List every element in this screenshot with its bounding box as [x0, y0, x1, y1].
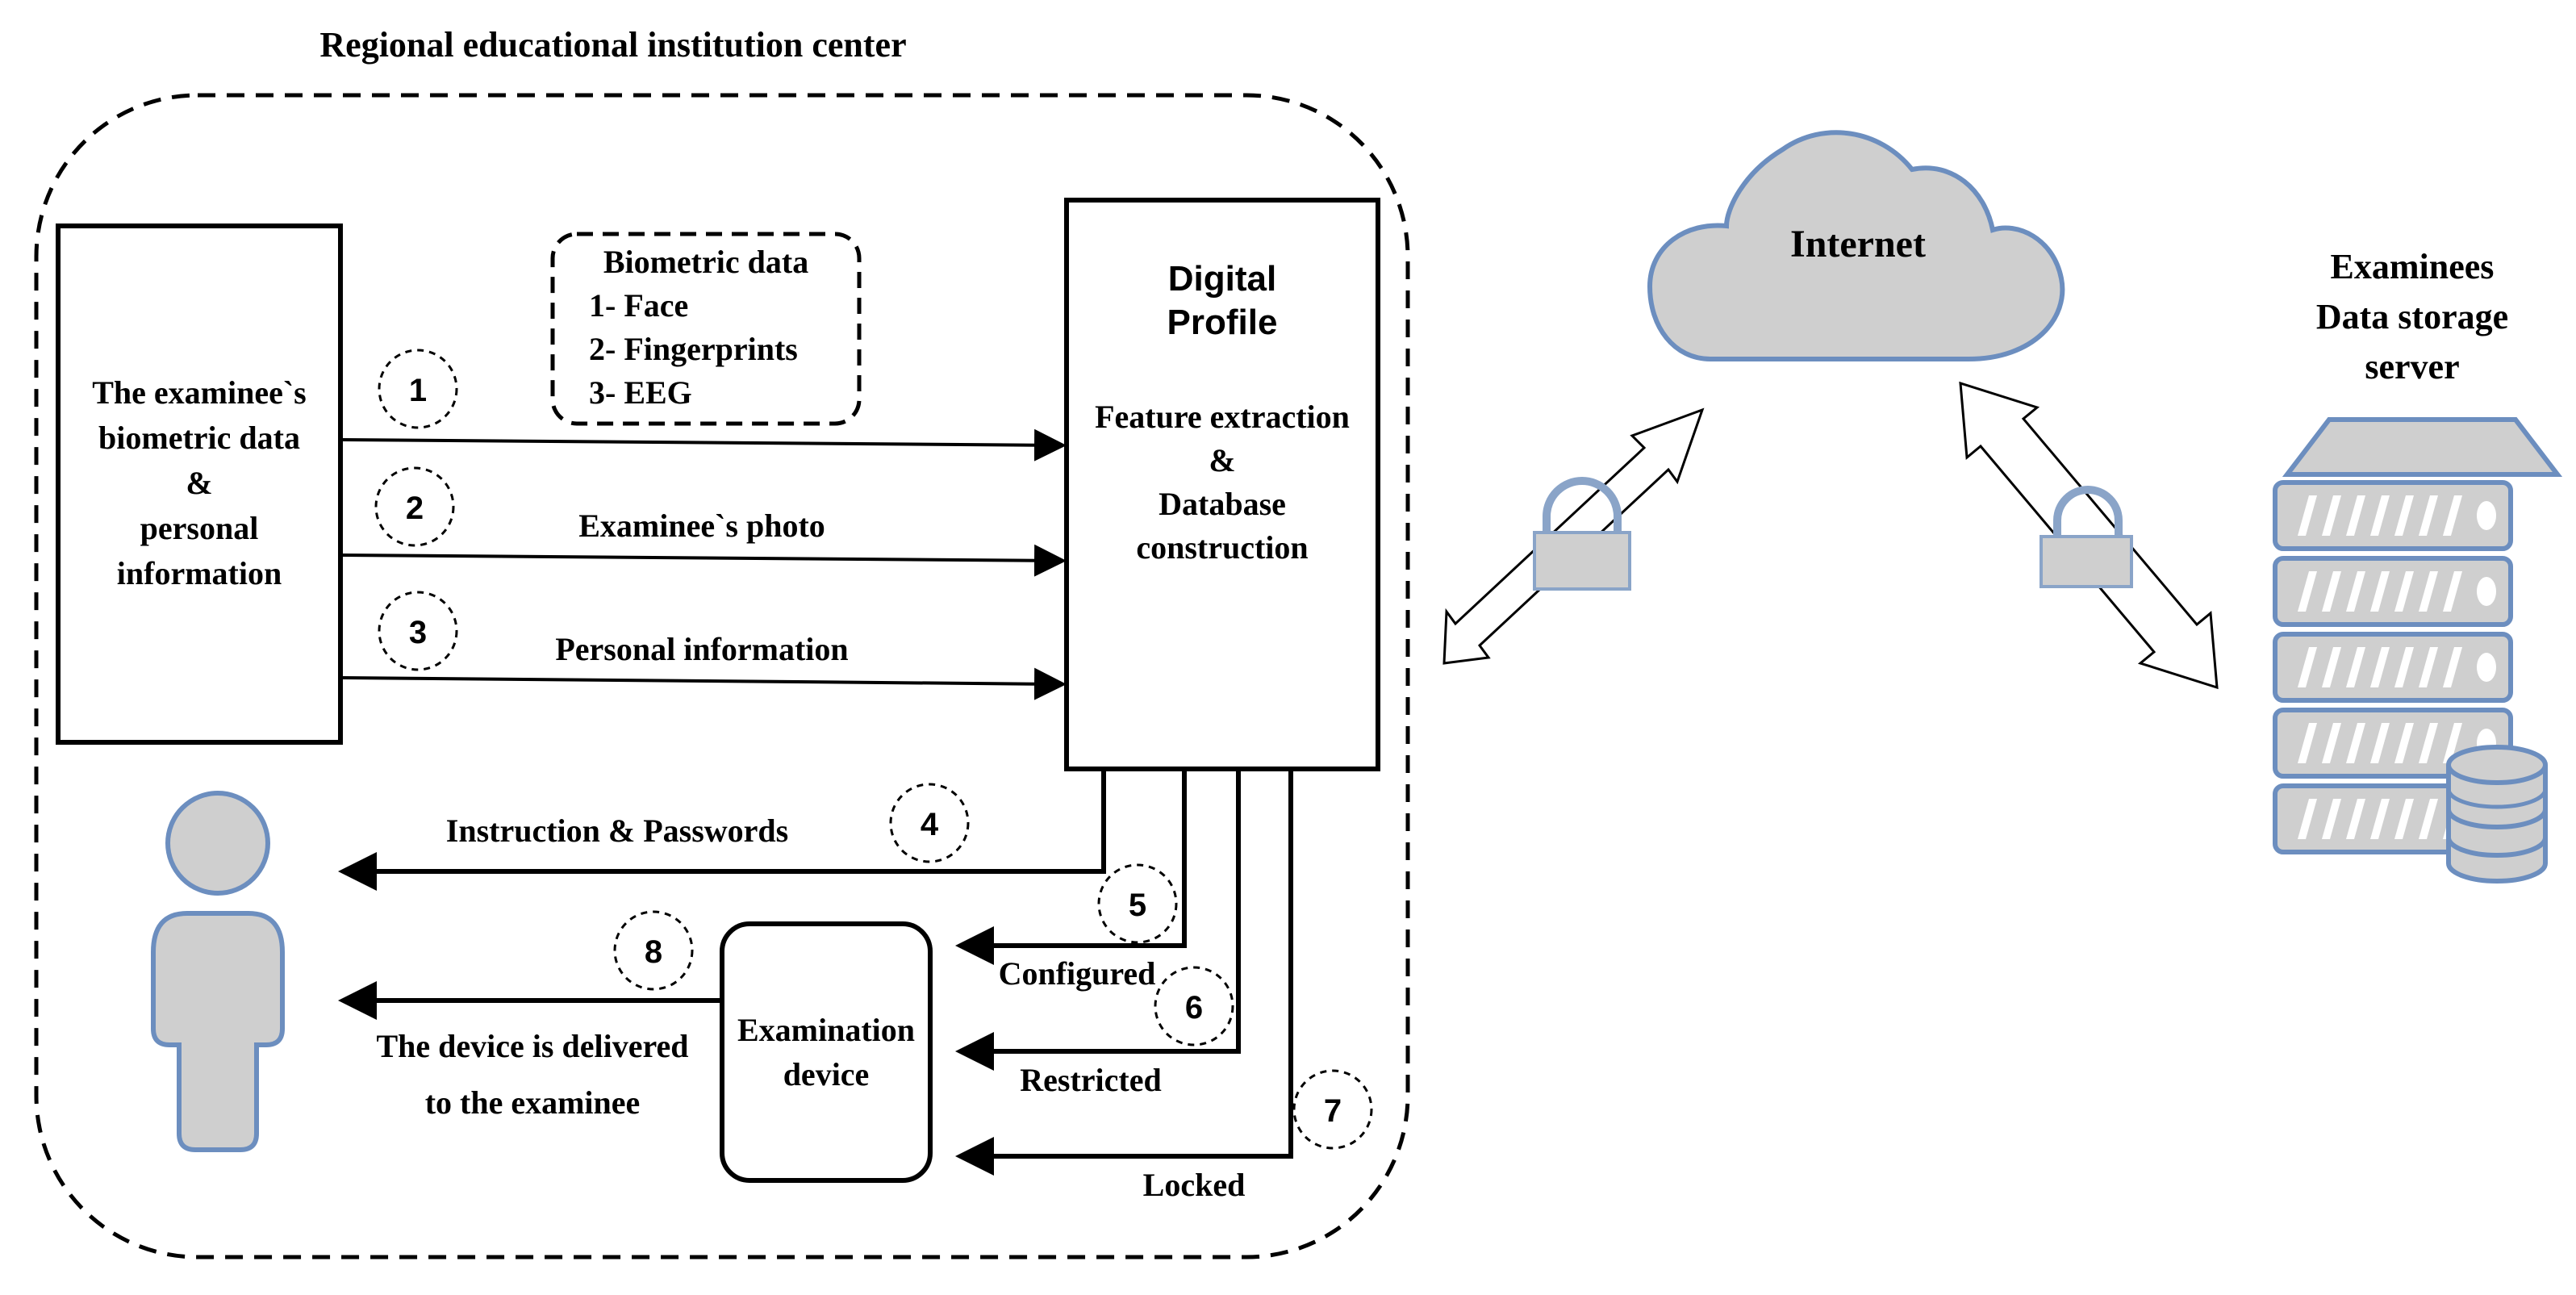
institution-region-boundary: [34, 93, 1410, 1259]
examinee-box-line-5: information: [117, 555, 282, 591]
arrow-personal-information: [342, 667, 1067, 700]
device-delivered-line-1: The device is delivered: [377, 1028, 689, 1064]
lock-icon: [1533, 477, 1631, 591]
instruction-passwords-label: Instruction & Passwords: [446, 813, 788, 849]
arrow-biometric-data: [342, 428, 1067, 462]
step-number-8: 8: [645, 934, 662, 970]
arrow-locked: [955, 769, 1293, 1176]
cloud-icon: Internet: [1647, 130, 2065, 361]
arrow-examinee-photo: [342, 544, 1067, 577]
step-number-4: 4: [921, 807, 939, 842]
step-badge-4: 4: [889, 783, 970, 863]
digital-profile-body-4: construction: [1136, 529, 1308, 566]
examinee-box-line-2: biometric data: [98, 420, 300, 456]
server-unit: [2273, 556, 2513, 627]
secure-link-left: [1442, 407, 1705, 665]
digital-profile-title-1: Digital: [1168, 259, 1276, 299]
step-badge-3: 3: [378, 591, 458, 671]
step-number-2: 2: [406, 491, 424, 526]
exam-device-line-1: Examination: [737, 1012, 915, 1048]
digital-profile-title-2: Profile: [1167, 303, 1278, 342]
examinee-photo-label: Examinee`s photo: [578, 508, 825, 544]
step-badge-2: 2: [374, 466, 455, 547]
examinee-box-line-1: The examinee`s: [92, 374, 307, 411]
arrow-restricted: [955, 769, 1241, 1071]
server-unit: [2273, 632, 2513, 703]
server-title-line-2: Data storage: [2316, 297, 2508, 336]
server-unit: [2273, 480, 2513, 551]
device-delivered-line-2: to the examinee: [425, 1084, 641, 1121]
exam-device-line-2: device: [783, 1056, 870, 1092]
personal-information-label: Personal information: [555, 631, 848, 667]
server-title-line-3: server: [2365, 347, 2459, 386]
configured-label: Configured: [999, 955, 1156, 992]
examinee-data-box: The examinee`s biometric data & personal…: [56, 223, 343, 745]
step-number-5: 5: [1129, 888, 1146, 923]
step-number-6: 6: [1185, 990, 1203, 1026]
arrow-configured: [955, 769, 1187, 965]
server-title-line-1: Examinees: [2331, 247, 2495, 286]
examination-device-box: Examination device: [720, 921, 933, 1183]
step-badge-1: 1: [378, 349, 458, 429]
biometric-note-line-2: 1- Face: [589, 287, 688, 324]
server-rack-icon: [2273, 417, 2563, 854]
arrow-instruction-passwords: [338, 769, 1106, 891]
step-badge-6: 6: [1154, 966, 1234, 1046]
lock-icon: [2040, 486, 2133, 588]
person-icon: [151, 791, 285, 1152]
locked-label: Locked: [1143, 1167, 1246, 1203]
region-title: Regional educational institution center: [319, 25, 906, 65]
step-badge-5: 5: [1097, 863, 1178, 944]
internet-label: Internet: [1790, 223, 1926, 265]
step-badge-8: 8: [613, 910, 694, 991]
digital-profile-body-1: Feature extraction: [1095, 399, 1350, 435]
restricted-label: Restricted: [1020, 1062, 1161, 1098]
biometric-note-line-3: 2- Fingerprints: [589, 331, 798, 367]
biometric-note-line-4: 3- EEG: [589, 374, 692, 411]
biometric-data-note: Biometric data 1- Face 2- Fingerprints 3…: [550, 232, 862, 426]
examinee-box-line-3: &: [186, 465, 212, 501]
secure-link-right: [1959, 381, 2219, 690]
step-number-3: 3: [409, 615, 427, 650]
step-number-7: 7: [1324, 1093, 1342, 1129]
biometric-note-line-1: Biometric data: [603, 244, 808, 280]
digital-profile-box: Digital Profile Feature extraction & Dat…: [1064, 198, 1380, 771]
examinee-box-line-4: personal: [140, 510, 259, 546]
digital-profile-body-2: &: [1209, 442, 1235, 478]
database-icon: [2446, 745, 2548, 884]
digital-profile-body-3: Database: [1159, 486, 1286, 522]
step-badge-7: 7: [1292, 1069, 1373, 1150]
step-number-1: 1: [409, 373, 427, 408]
